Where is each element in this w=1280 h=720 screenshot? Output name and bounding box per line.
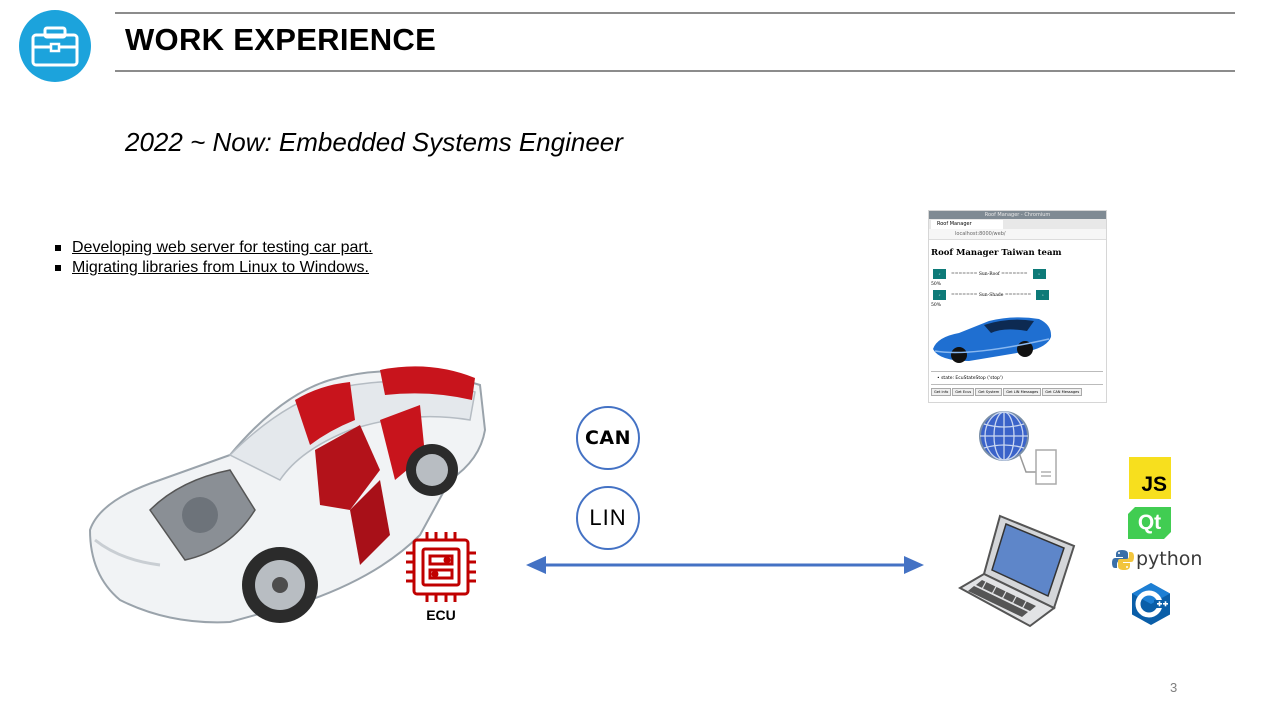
sun-roof-label: ======= Sun-Roof =======: [951, 271, 1028, 277]
sun-roof-left-button[interactable]: «: [933, 269, 946, 279]
browser-titlebar: Roof Manager - Chromium: [929, 211, 1106, 219]
page-title: WORK EXPERIENCE: [125, 22, 437, 57]
page-number: 3: [1170, 680, 1178, 695]
bidirectional-arrow-icon: [526, 556, 924, 574]
browser-tab-strip: Roof Manager: [929, 219, 1106, 229]
web-server-icon: [979, 411, 1057, 485]
browser-tab[interactable]: Roof Manager: [931, 220, 1003, 229]
briefcase-badge: [19, 10, 91, 82]
header-top-rule: [115, 12, 1235, 14]
javascript-logo: JS: [1129, 457, 1171, 499]
sun-roof-row: « ======= Sun-Roof ======= »: [933, 269, 1046, 279]
can-protocol-badge: CAN: [576, 406, 640, 470]
python-logo-text: python: [1136, 548, 1203, 570]
sun-roof-percent: 50%: [931, 282, 942, 287]
bullet-list: Developing web server for testing car pa…: [55, 238, 373, 278]
qt-logo-text: Qt: [1137, 511, 1162, 534]
ecu-label: ECU: [426, 607, 456, 623]
bullet-link-web-server[interactable]: Developing web server for testing car pa…: [72, 239, 373, 256]
can-label: CAN: [584, 427, 632, 449]
briefcase-icon: [31, 26, 79, 67]
javascript-logo-text: JS: [1141, 473, 1167, 496]
bullet-link-migrating[interactable]: Migrating libraries from Linux to Window…: [72, 259, 369, 276]
sun-shade-label: ======= Sun-Shade =======: [951, 292, 1032, 298]
browser-address-bar[interactable]: localhost:8000/web/: [929, 229, 1106, 240]
blue-sports-car-image: [933, 317, 1052, 363]
bullet-square-icon: [55, 245, 61, 251]
python-snake-icon: [1112, 550, 1134, 570]
browser-tab-label: Roof Manager: [937, 221, 972, 227]
job-subtitle: 2022 ~ Now: Embedded Systems Engineer: [125, 127, 623, 157]
car-cutaway-image: [88, 366, 487, 624]
sun-shade-left-button[interactable]: «: [933, 290, 946, 300]
browser-page-heading: Roof Manager Taiwan team: [931, 248, 1062, 258]
web-server-screenshot: Roof Manager - Chromium Roof Manager loc…: [929, 211, 1106, 402]
cplusplus-icon: [1132, 583, 1170, 625]
ecu-chip-icon: [406, 532, 476, 602]
lin-label: LIN: [589, 505, 627, 530]
bullet-item: Migrating libraries from Linux to Window…: [55, 258, 373, 278]
browser-window-title: Roof Manager - Chromium: [984, 212, 1051, 218]
sun-roof-right-button[interactable]: »: [1032, 269, 1046, 279]
sun-shade-row: « ======= Sun-Shade ======= »: [933, 290, 1050, 300]
browser-button-bar: Get info Get Ecus Get System Get LIN Mes…: [931, 388, 1083, 396]
browser-address-text: localhost:8000/web/: [955, 231, 1006, 237]
get-lin-messages-button[interactable]: Get LIN Messages: [1003, 388, 1042, 396]
get-can-messages-button[interactable]: Get CAN Messages: [1042, 388, 1083, 396]
bullet-square-icon: [55, 265, 61, 271]
browser-state-line: • state: EcuStateStop ('stop'): [931, 371, 1103, 385]
lin-protocol-badge: LIN: [576, 486, 640, 550]
get-info-button[interactable]: Get info: [931, 388, 952, 396]
sun-shade-percent: 50%: [931, 303, 942, 308]
laptop-icon: [958, 514, 1076, 628]
bullet-item: Developing web server for testing car pa…: [55, 238, 373, 258]
get-ecus-button[interactable]: Get Ecus: [952, 388, 975, 396]
qt-logo: Qt: [1128, 507, 1171, 539]
get-system-button[interactable]: Get System: [975, 388, 1003, 396]
header-bottom-rule: [115, 70, 1235, 72]
sun-shade-right-button[interactable]: »: [1036, 290, 1050, 300]
